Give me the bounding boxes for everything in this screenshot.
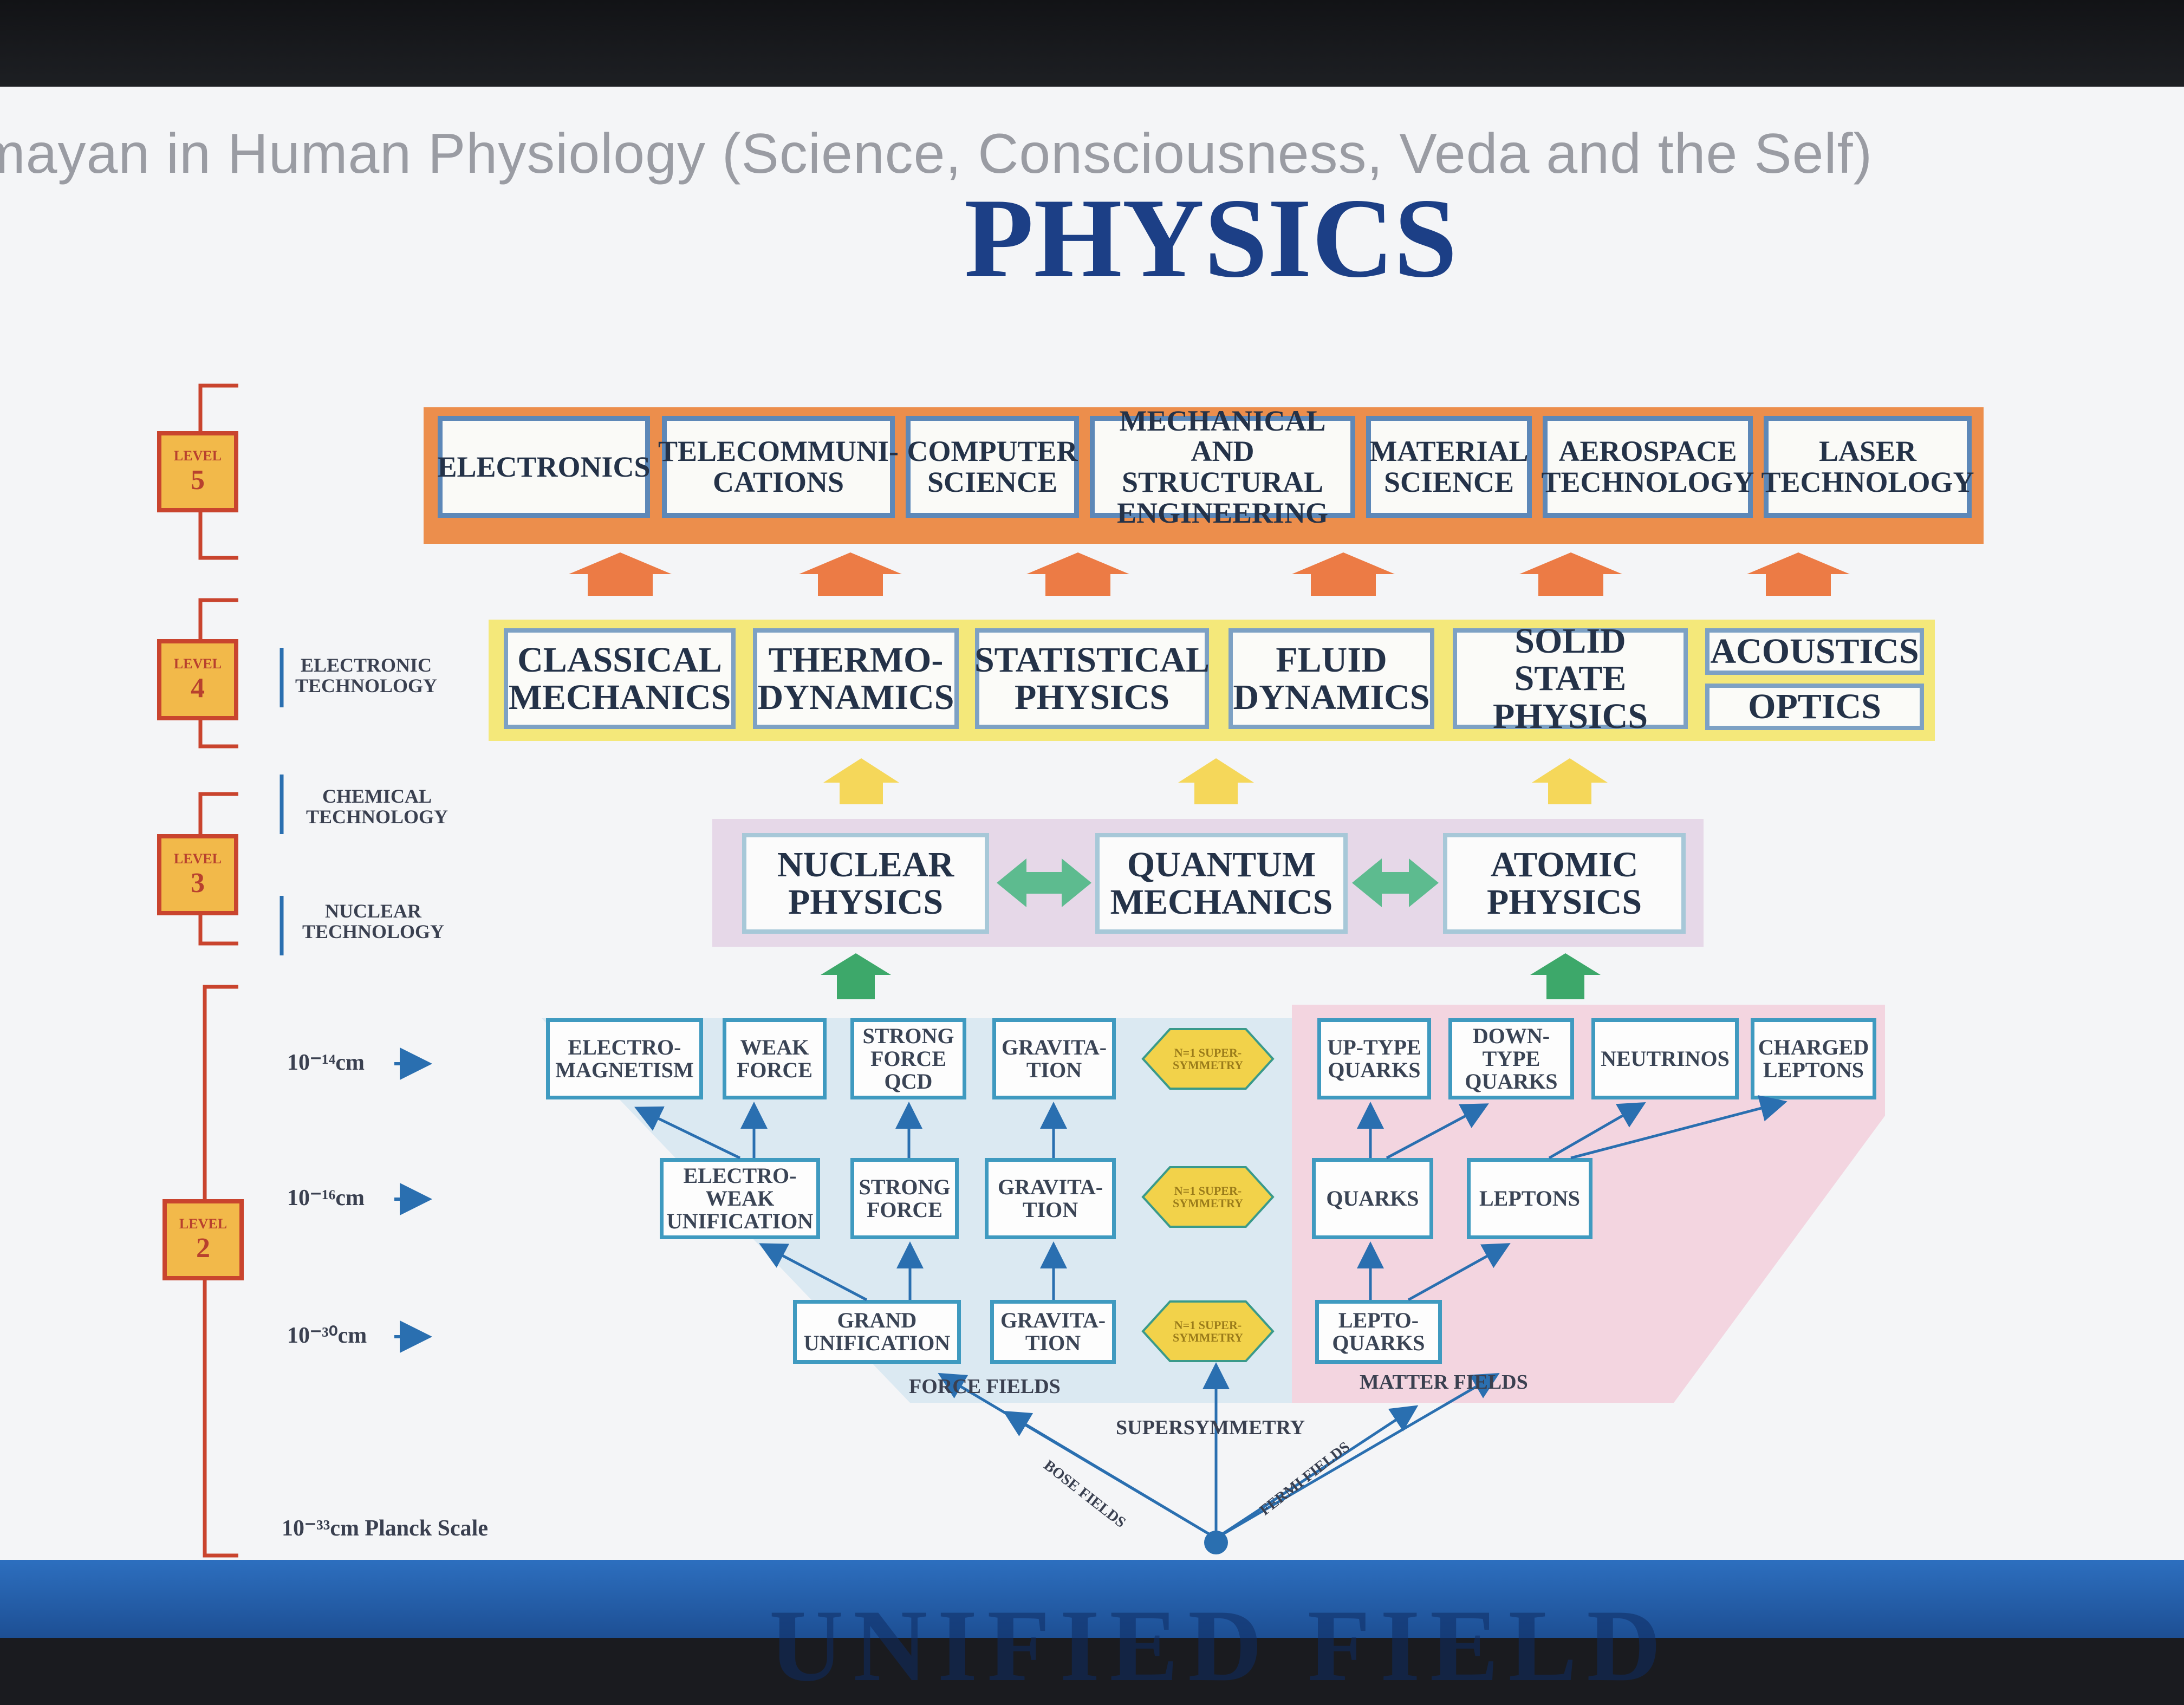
matter-fields-label: MATTER FIELDS [1360,1371,1528,1394]
up-arrow-orange-3 [1026,552,1129,596]
supersymmetry-arrow-16 [1141,1166,1275,1228]
box-electronics: ELECTRONICS [437,416,651,518]
supersymmetry-arrow-14 [1141,1028,1275,1090]
level-word: LEVEL [173,850,222,867]
box-leptons: LEPTONS [1467,1158,1592,1239]
box-telecommunications: TELECOMMUNI- CATIONS [658,416,899,518]
unified-field-origin [1204,1531,1228,1554]
connector-leptons-charged [1570,1095,1787,1160]
box-material-science: MATERIAL SCIENCE [1366,416,1532,518]
level-badge-4: LEVEL 4 [157,639,238,720]
level-word: LEVEL [179,1215,227,1232]
box-classical-mechanics: CLASSICAL MECHANICS [504,628,736,729]
up-arrow-orange-4 [1292,552,1395,596]
box-strong-force-16: STRONG FORCE [850,1158,959,1239]
supersymmetry-label-16: N=1 SUPER- SYMMETRY [1172,1183,1243,1210]
box-atomic-physics: ATOMIC PHYSICS [1443,833,1686,934]
supersymmetry-label-30: N=1 SUPER- SYMMETRY [1172,1318,1243,1344]
level-number: 3 [191,867,205,899]
slide-caption: mayan in Human Physiology (Science, Cons… [0,122,1873,185]
box-quarks: QUARKS [1312,1158,1433,1239]
up-arrow-yellow-1 [823,758,899,804]
box-thermodynamics: THERMO- DYNAMICS [753,628,959,729]
connector-leptons-neutrinos [1548,1102,1646,1160]
box-leptoquarks: LEPTO- QUARKS [1315,1300,1442,1364]
connector-leptoquarks-leptons [1407,1243,1511,1301]
double-arrow-nuclear-quantum [997,858,1091,907]
up-arrow-green-1 [821,953,891,999]
box-computer-science: COMPUTER SCIENCE [906,416,1079,518]
up-arrow-green-2 [1530,953,1601,999]
planck-scale-label: 10⁻³³cm Planck Scale [282,1516,488,1541]
connector-gut-ew [759,1243,868,1301]
box-aerospace-technology: AEROSPACE TECHNOLOGY [1541,416,1754,518]
box-solid-state-physics: SOLID STATE PHYSICS [1453,622,1688,735]
box-gravitation-30: GRAVITA- TION [990,1300,1116,1364]
box-gravitation-16: GRAVITA- TION [985,1158,1116,1239]
level-number: 5 [191,464,205,496]
supersymmetry-label-14: N=1 SUPER- SYMMETRY [1172,1045,1243,1072]
box-neutrinos: NEUTRINOS [1591,1018,1739,1099]
box-weak-force: WEAK FORCE [723,1018,827,1099]
box-optics: OPTICS [1705,684,1924,730]
up-arrow-orange-5 [1519,552,1622,596]
slide-bottom-band [0,1560,2184,1638]
box-grand-unification: GRAND UNIFICATION [793,1300,961,1364]
supersymmetry-label: SUPERSYMMETRY [1116,1416,1305,1439]
monitor-bezel-top [0,0,2184,92]
box-electromagnetism: ELECTRO- MAGNETISM [546,1018,703,1099]
level-badge-3: LEVEL 3 [157,834,238,915]
level-word: LEVEL [173,655,222,672]
chemical-technology-label: CHEMICAL TECHNOLOGY [306,785,448,828]
connector-layer [198,383,1850,1558]
box-mechanical-engineering: MECHANICAL AND STRUCTURAL ENGINEERING [1090,405,1355,528]
scale-label-30: 10⁻³⁰cm [287,1323,367,1348]
double-arrow-quantum-atomic [1352,858,1439,907]
box-laser-technology: LASER TECHNOLOGY [1761,416,1974,518]
connector-unified-force [938,1372,1217,1540]
box-down-type-quarks: DOWN- TYPE QUARKS [1448,1018,1574,1099]
box-quantum-mechanics: QUANTUM MECHANICS [1095,833,1348,934]
box-charged-leptons: CHARGED LEPTONS [1751,1018,1876,1099]
page-title: PHYSICS [964,175,1458,301]
level-badge-5: LEVEL 5 [157,431,238,512]
scale-label-16: 10⁻¹⁶cm [287,1186,365,1211]
connector-unified-fermi [1215,1405,1419,1540]
level-word: LEVEL [173,447,222,464]
connector-quarks-down [1386,1103,1489,1160]
scale-label-14: 10⁻¹⁴cm [287,1050,365,1075]
supersymmetry-arrow-30 [1141,1300,1275,1362]
box-acoustics: ACOUSTICS [1705,628,1924,675]
level-number: 2 [196,1232,210,1264]
force-fields-label: FORCE FIELDS [909,1375,1061,1398]
up-arrow-orange-6 [1747,552,1850,596]
up-arrow-orange-1 [569,552,672,596]
box-fluid-dynamics: FLUID DYNAMICS [1228,628,1434,729]
electronic-technology-label: ELECTRONIC TECHNOLOGY [295,654,438,697]
up-arrow-orange-2 [799,552,902,596]
connector-ew-em [634,1106,741,1160]
box-gravitation-14: GRAVITA- TION [992,1018,1116,1099]
connector-unified-matter [1215,1372,1500,1540]
box-nuclear-physics: NUCLEAR PHYSICS [742,833,989,934]
box-statistical-physics: STATISTICAL PHYSICS [974,628,1210,729]
up-arrow-yellow-2 [1178,758,1254,804]
level-number: 4 [191,672,205,704]
nuclear-technology-label: NUCLEAR TECHNOLOGY [302,900,445,942]
box-strong-force-qcd: STRONG FORCE QCD [850,1018,966,1099]
level-badge-2: LEVEL 2 [162,1199,244,1280]
box-up-type-quarks: UP-TYPE QUARKS [1317,1018,1431,1099]
box-electroweak-unification: ELECTRO- WEAK UNIFICATION [660,1158,820,1239]
up-arrow-yellow-3 [1532,758,1608,804]
